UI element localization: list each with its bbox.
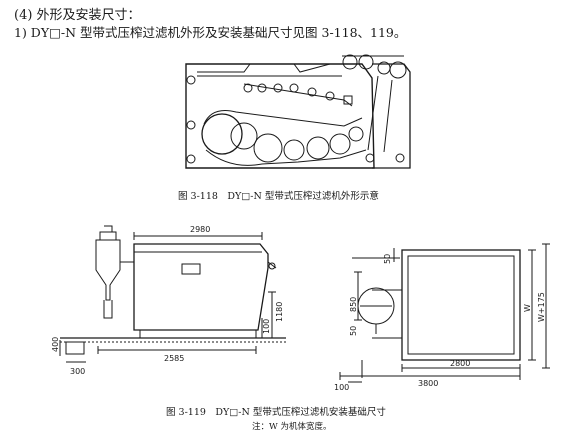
figure-119-plan-view [339, 243, 550, 383]
plan-dim-50-left: 50 [349, 326, 358, 336]
intro-line: 1) DY□-N 型带式压榨过滤机外形及安装基础尺寸见图 3-118、119。 [14, 25, 407, 40]
dim-400: 400 [51, 337, 60, 352]
dim-top-length: 2980 [190, 225, 210, 234]
figure-118-caption: 图 3-118 DY□-N 型带式压榨过滤机外形示意 [178, 191, 379, 202]
dim-1180: 1180 [275, 302, 284, 322]
plan-dim-2800: 2800 [450, 359, 470, 368]
plan-dim-100: 100 [334, 383, 349, 392]
figure-119-side-view [59, 225, 286, 363]
dim-bottom-length: 2585 [164, 354, 184, 363]
section-heading: (4) 外形及安装尺寸： [14, 8, 141, 23]
dim-300: 300 [70, 367, 85, 376]
plan-dim-w175: W+175 [537, 292, 546, 322]
figure-119-note: 注：W 为机体宽度。 [252, 422, 332, 432]
plan-dim-3800: 3800 [418, 379, 438, 388]
figure-118 [185, 54, 411, 169]
plan-dim-w: W [523, 304, 532, 312]
figure-119-caption: 图 3-119 DY□-N 型带式压榨过滤机安装基础尺寸 [166, 407, 386, 418]
plan-dim-850: 850 [349, 297, 358, 312]
plan-dim-50-top: 50 [383, 254, 392, 264]
dim-100-side: 100 [262, 319, 271, 334]
